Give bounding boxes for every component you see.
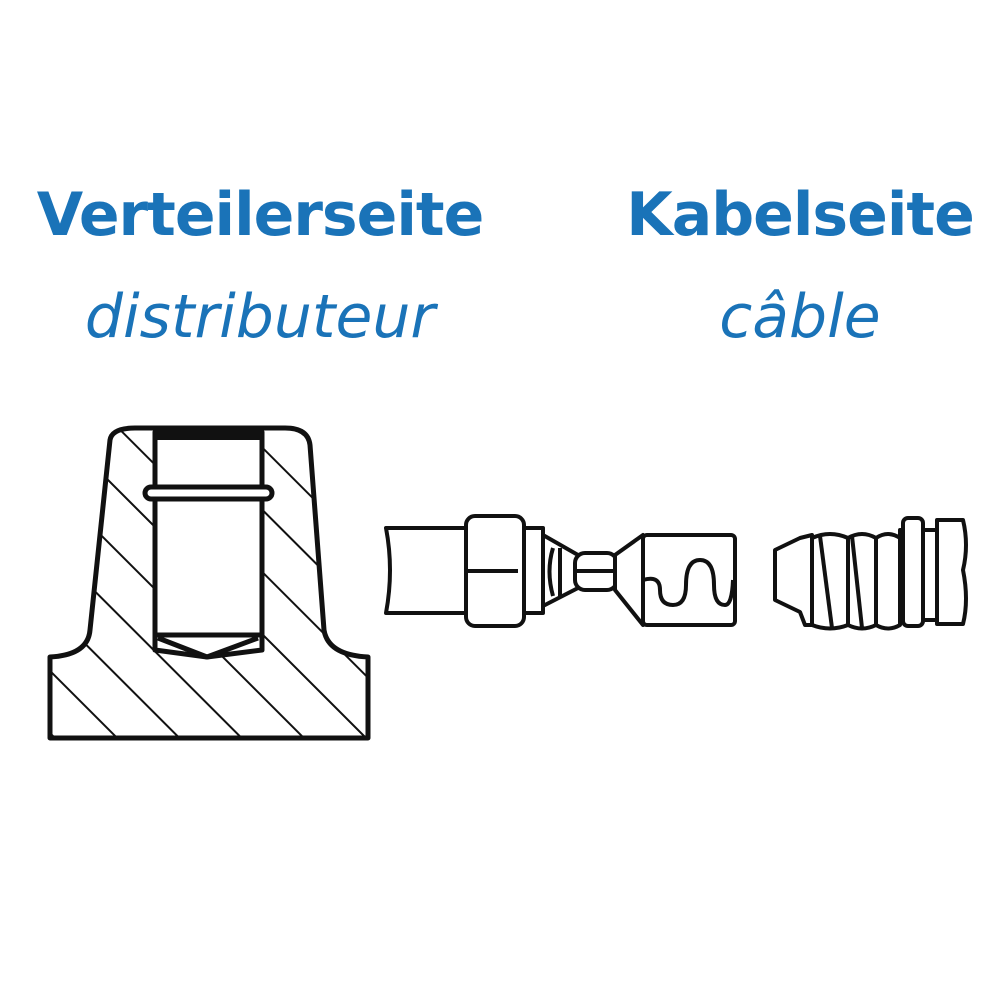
- right-title: Kabelseite: [626, 180, 975, 250]
- left-subtitle: distributeur: [84, 282, 436, 352]
- strain-relief: [773, 516, 968, 631]
- right-subtitle: câble: [719, 282, 881, 352]
- left-title: Verteilerseite: [36, 180, 485, 250]
- distributor-socket-section: [47, 425, 371, 741]
- cable-plug: [384, 514, 737, 628]
